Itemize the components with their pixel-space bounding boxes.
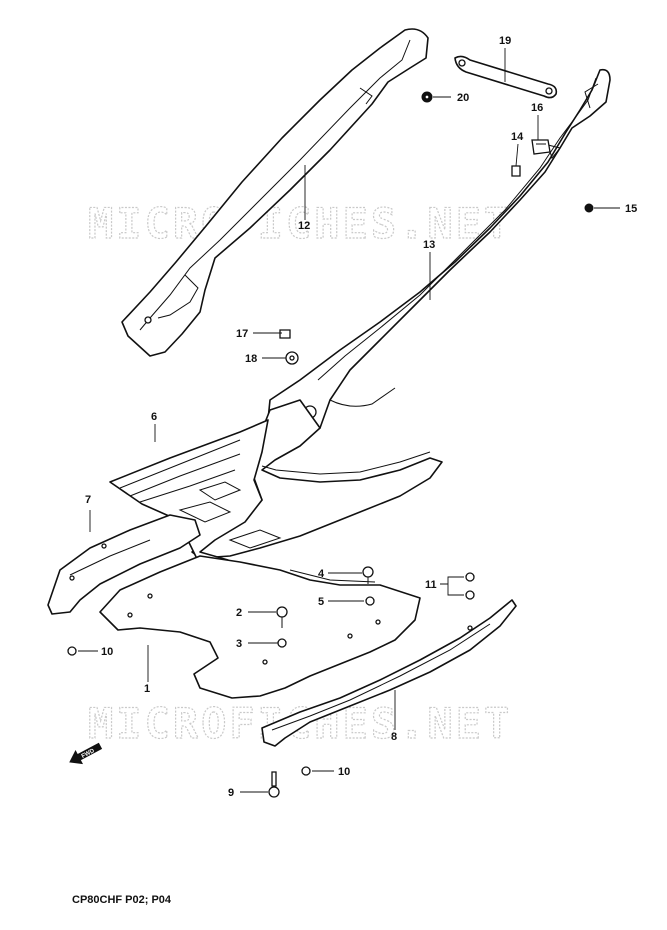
- leader-lines: [78, 48, 620, 793]
- part-4-screw: [362, 566, 374, 584]
- part-11-bolt-set: [465, 572, 475, 600]
- callout-5: 5: [318, 596, 324, 608]
- part-19-stay: [454, 55, 558, 99]
- fwd-arrow-icon: FWD: [69, 742, 103, 765]
- callout-14: 14: [511, 131, 524, 143]
- callout-13: 13: [423, 239, 435, 251]
- callout-4: 4: [318, 568, 325, 580]
- part-17-screw: [279, 329, 291, 339]
- part-10-clip-bottom: [301, 766, 311, 776]
- callout-10-left: 10: [101, 646, 113, 658]
- watermark-top: MICROFICHES.NET: [88, 199, 512, 248]
- callout-17: 17: [236, 328, 248, 340]
- callout-19: 19: [499, 35, 511, 47]
- model-code: CP80CHF P02; P04: [72, 894, 172, 906]
- part-7-floor-panel: [47, 514, 201, 615]
- part-2-bolt: [276, 606, 288, 628]
- callout-8: 8: [391, 731, 397, 743]
- part-3-nut: [277, 638, 287, 648]
- part-20-nut: [421, 91, 433, 103]
- callout-7: 7: [85, 494, 91, 506]
- part-9-screw: [268, 771, 280, 798]
- part-5-washer: [365, 596, 375, 606]
- callout-15: 15: [625, 203, 637, 215]
- part-18-washer: [285, 351, 299, 365]
- part-10-clip-left: [67, 646, 77, 656]
- callout-12: 12: [298, 220, 310, 232]
- part-8-side-skirt: [261, 599, 517, 747]
- callout-2: 2: [236, 607, 242, 619]
- callout-6: 6: [151, 411, 157, 423]
- callout-3: 3: [236, 638, 242, 650]
- callout-20: 20: [457, 92, 469, 104]
- callout-9: 9: [228, 787, 234, 799]
- callout-1: 1: [144, 683, 150, 695]
- part-15-screw: [584, 203, 594, 213]
- part-16-nut-clip: [531, 139, 551, 155]
- part-12-frame-cover: [121, 28, 429, 357]
- callout-18: 18: [245, 353, 257, 365]
- part-1-lower-board: [99, 555, 421, 699]
- callout-10-bottom: 10: [338, 766, 350, 778]
- callout-16: 16: [531, 102, 543, 114]
- callout-11: 11: [425, 579, 437, 591]
- part-14-clip: [511, 165, 521, 177]
